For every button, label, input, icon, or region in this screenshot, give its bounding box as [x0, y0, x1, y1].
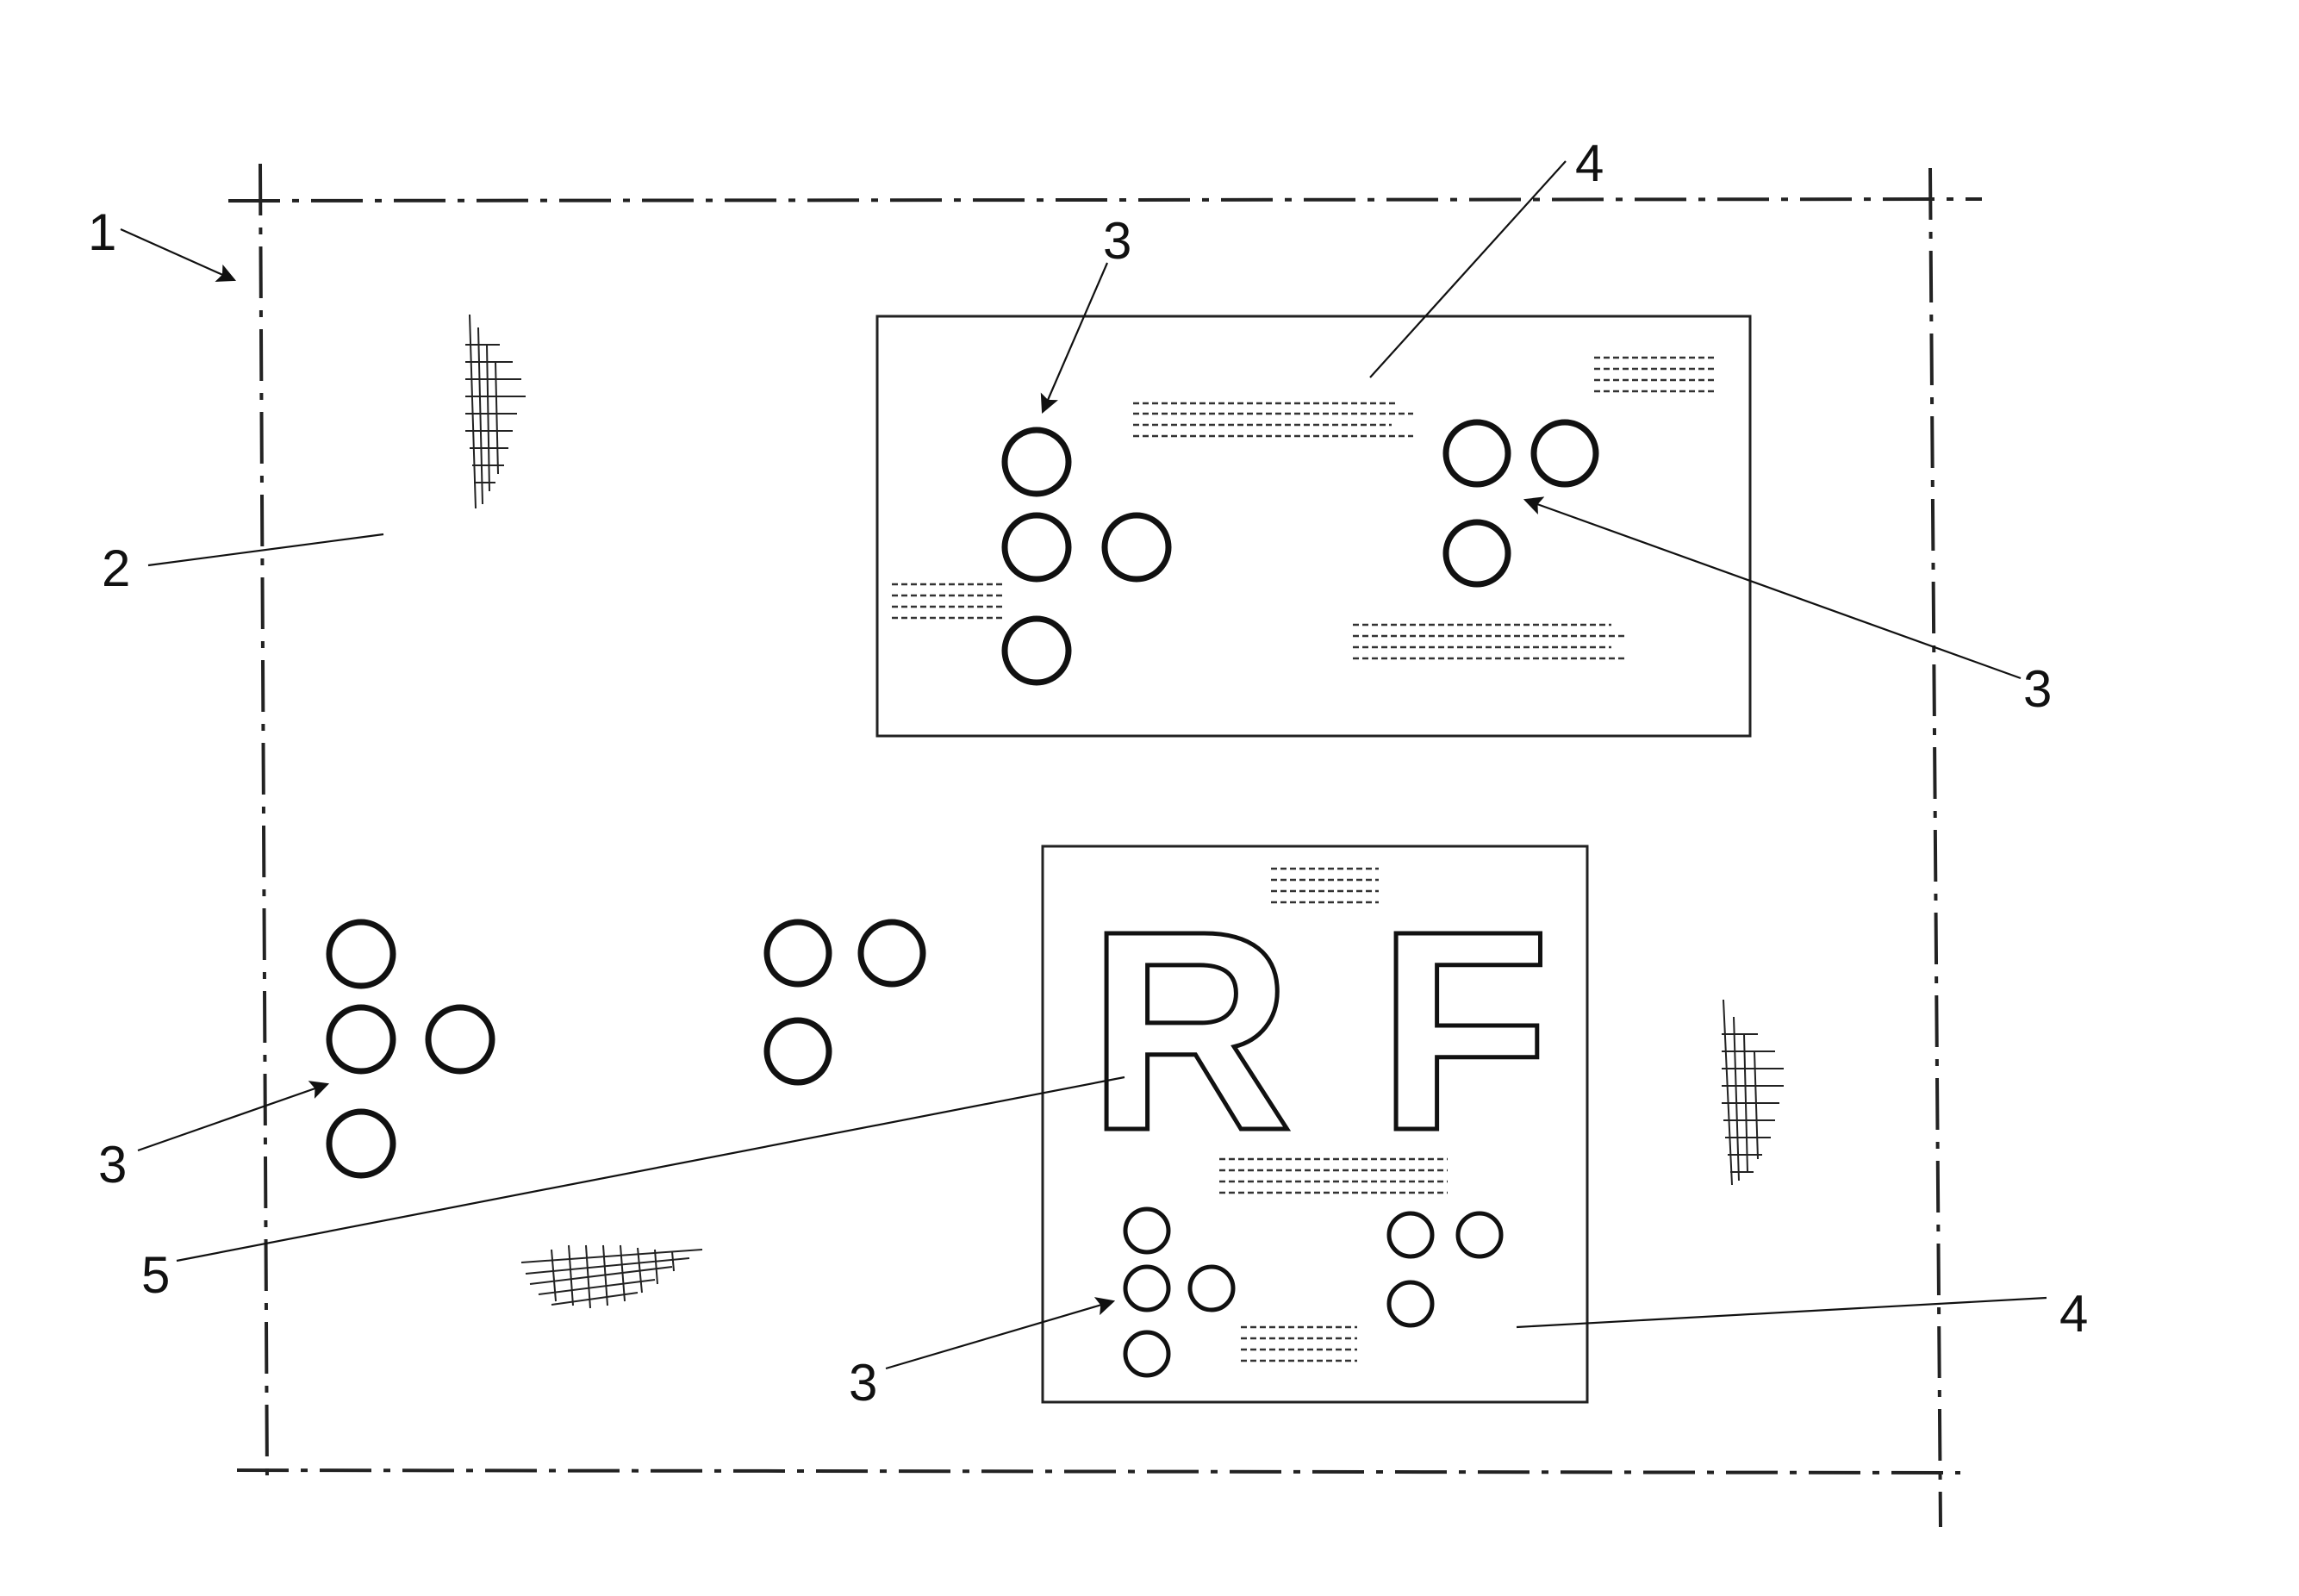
letter-f: F [1377, 871, 1551, 1189]
reference-label-3-top: 3 [1103, 212, 1131, 270]
leader-1 [121, 229, 234, 280]
microtext-block [1241, 1327, 1357, 1361]
ring-group-middle [767, 922, 923, 1082]
microtext-block [1594, 358, 1715, 391]
leader-3-top [1043, 263, 1107, 412]
ring-group-left [329, 922, 492, 1175]
top-patch [877, 316, 1750, 736]
reference-label-4-top: 4 [1575, 134, 1604, 192]
reference-label-4-bottom: 4 [2059, 1285, 2088, 1343]
hatch-blotch [521, 1245, 702, 1308]
microtext-block [1133, 403, 1413, 436]
reference-label-5: 5 [141, 1246, 170, 1304]
microtext-block [892, 584, 1004, 618]
reference-label-2: 2 [102, 539, 130, 597]
microtext-block [1353, 625, 1624, 658]
ring-group-top-right [1446, 422, 1596, 584]
hatch-blotch [1722, 1000, 1784, 1185]
hatch-blotch [465, 315, 526, 508]
reference-label-3-left: 3 [98, 1136, 127, 1194]
reference-label-3-bottom: 3 [849, 1354, 877, 1412]
ring-group-bottom-right [1389, 1213, 1501, 1325]
leader-3-left [138, 1084, 327, 1150]
ring-group-bottom-left [1125, 1209, 1233, 1375]
leader-3-right [1525, 500, 2021, 678]
reference-label-3-right: 3 [2023, 660, 2052, 718]
reference-label-1: 1 [88, 203, 116, 261]
leader-2 [148, 534, 383, 565]
leader-4-bottom [1517, 1298, 2047, 1327]
letter-r: R [1087, 871, 1293, 1189]
ring-group-top-left [1005, 430, 1168, 683]
leader-4-top [1370, 161, 1566, 377]
leader-5 [177, 1077, 1125, 1261]
leader-3-bottom [886, 1301, 1113, 1368]
